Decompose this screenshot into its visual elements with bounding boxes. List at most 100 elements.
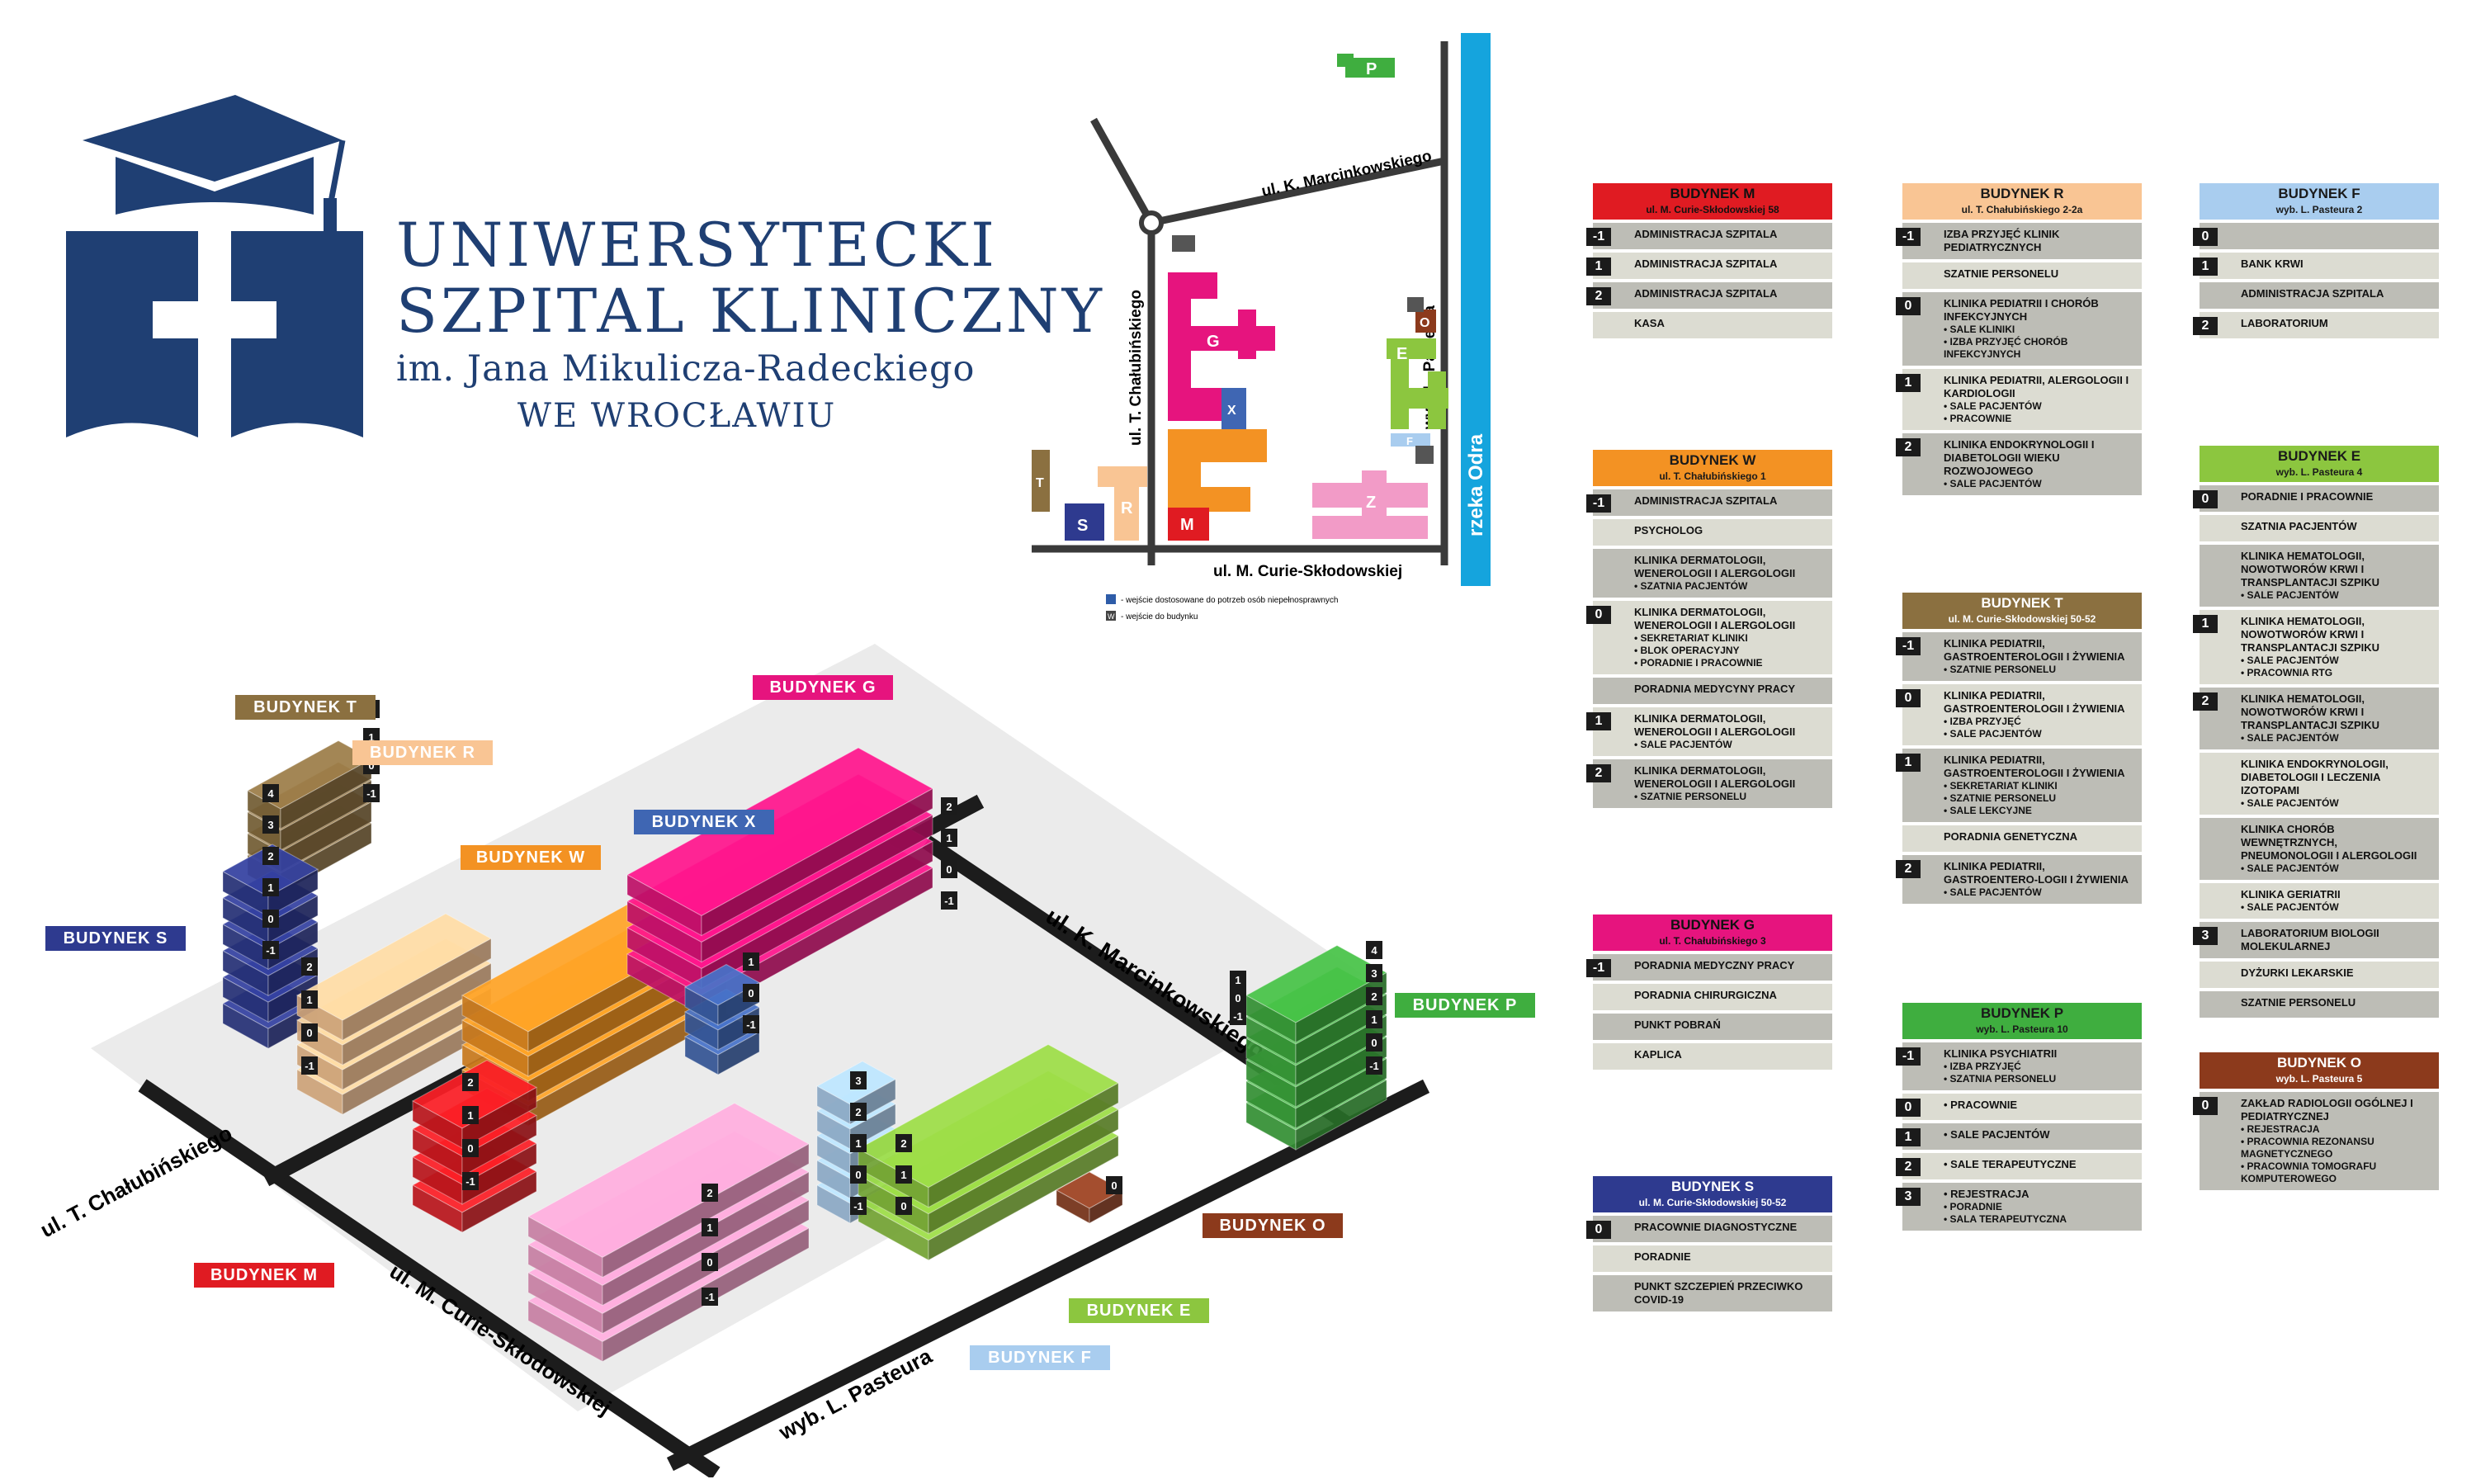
floor-marker: 0 — [1230, 989, 1246, 1007]
card-row: PORADNIA GENETYCZNA — [1902, 825, 2142, 852]
entrance-icon-letter: W — [1108, 612, 1115, 621]
river — [1461, 33, 1491, 586]
floor-marker: 1 — [301, 990, 318, 1009]
floor-badge: 1 — [1586, 258, 1611, 276]
map-letter-w: W — [1212, 469, 1227, 487]
floor-marker: 1 — [941, 829, 957, 847]
card-row-text: PSYCHOLOG — [1634, 524, 1703, 536]
card-row-subitem: • IZBA PRZYJĘĆ CHORÓB INFEKCYJNYCH — [1944, 336, 2068, 360]
floor-marker: 1 — [743, 952, 759, 971]
card-building-name: BUDYNEK G — [1670, 917, 1755, 933]
card-row-text: ADMINISTRACJA SZPITALA — [1634, 228, 1778, 240]
floor-badge: 2 — [1586, 764, 1611, 782]
label-budynek-m: BUDYNEK M — [194, 1263, 334, 1288]
label-budynek-t: BUDYNEK T — [235, 695, 376, 720]
card-row-text: KLINIKA HEMATOLOGII, NOWOTWORÓW KRWI I T… — [2241, 615, 2380, 654]
map-building-f — [1391, 433, 1430, 447]
isometric-campus-map: ul. K. Marcinkowskiego ul. T. Chałubińsk… — [36, 644, 1430, 1477]
label-budynek-w: BUDYNEK W — [461, 845, 601, 870]
floor-badge: -1 — [1586, 228, 1611, 246]
svg-text:-1: -1 — [1369, 1060, 1379, 1072]
card-building-name: BUDYNEK W — [1669, 452, 1756, 468]
map-building-e — [1387, 338, 1448, 429]
roundabout — [1139, 210, 1164, 235]
svg-text:0: 0 — [368, 759, 374, 772]
floor-marker: 2 — [850, 1103, 867, 1121]
floor-marker: 1 — [262, 878, 279, 896]
map-building-t — [1032, 450, 1050, 512]
building-p-floor — [1295, 993, 1387, 1065]
card-row-text: SZATNIE PERSONELU — [2241, 996, 2356, 1009]
floor-marker: -1 — [1366, 1056, 1382, 1075]
legend-entrance: - wejście do budynku — [1121, 612, 1198, 621]
accessible-entrance-icon — [1106, 594, 1116, 604]
card-address: wyb. L. Pasteura 5 — [2275, 1073, 2363, 1085]
floor-marker: 0 — [941, 860, 957, 878]
iso-street-chalubinskiego: ul. T. Chałubińskiego — [36, 1120, 236, 1242]
floor-marker: 0 — [850, 1165, 867, 1184]
map-letter-x: X — [1227, 404, 1236, 418]
floor-marker: -1 — [301, 1056, 318, 1075]
card-row: PUNKT POBRAŃ — [1593, 1014, 1832, 1040]
card-row-subitem: • SZATNIE PERSONELU — [1634, 791, 1746, 802]
label-budynek-e: BUDYNEK E — [1069, 1298, 1209, 1323]
card-row: KLINIKA GERIATRII• SALE PACJENTÓW — [2200, 883, 2439, 919]
card-row-text: SZATNIA PACJENTÓW — [2241, 520, 2357, 532]
card-row-text: KLINIKA ENDOKRYNOLOGII, DIABETOLOGII I L… — [2241, 758, 2389, 796]
floor-badge: 2 — [1896, 438, 1921, 456]
card-row-subitem: • SZATNIE PERSONELU — [1944, 664, 2056, 675]
floor-badge: 0 — [1586, 1221, 1611, 1239]
building-m-floor — [461, 1170, 537, 1233]
svg-text:3: 3 — [267, 819, 273, 831]
card-row-subitem: • SALE PACJENTÓW — [2241, 863, 2339, 874]
card-row: 1• SALE PACJENTÓW — [1896, 1123, 2142, 1150]
card-row-text: LABORATORIUM BIOLOGII MOLEKULARNEJ — [2241, 927, 2379, 952]
floor-marker: 0 — [743, 984, 759, 1002]
card-row: 3• REJESTRACJA• PORADNIE• SALA TERAPEUTY… — [1896, 1183, 2142, 1231]
card-row-text: KLINIKA PEDIATRII, GASTROENTERO-LOGII I … — [1944, 860, 2129, 886]
card-row-subitem: • SALE PACJENTÓW — [2241, 655, 2339, 666]
map-building-w — [1168, 429, 1267, 520]
building-x-floor — [717, 1031, 760, 1075]
card-address: ul. T. Chałubińskiego 3 — [1659, 935, 1766, 947]
logo-line-3: im. Jana Mikulicza-Radeckiego — [396, 348, 976, 390]
card-address: wyb. L. Pasteura 4 — [2275, 466, 2363, 478]
floor-badge: -1 — [1896, 1047, 1921, 1066]
svg-text:3: 3 — [1371, 967, 1377, 980]
floor-badge: -1 — [1586, 959, 1611, 977]
card-row-text: PORADNIA MEDYCYNY PRACY — [1634, 683, 1796, 695]
floor-marker: 3 — [262, 815, 279, 834]
logo-text: UNIWERSYTECKI SZPITAL KLINICZNY im. Jana… — [396, 213, 1102, 439]
floor-badge: 2 — [1896, 860, 1921, 878]
map-letter-g: G — [1207, 333, 1220, 351]
label-budynek-p: BUDYNEK P — [1395, 993, 1535, 1018]
card-row: KLINIKA CHORÓB WEWNĘTRZNYCH, PNEUMONOLOG… — [2200, 818, 2439, 880]
building-g-floor — [701, 814, 933, 963]
floor-badge: 2 — [1896, 1158, 1921, 1176]
card-row-text: KLINIKA PSYCHIATRII — [1944, 1047, 2058, 1060]
floor-marker: 4 — [1366, 941, 1382, 959]
floor-badge: 3 — [1896, 1188, 1921, 1206]
card-row-text: PUNKT POBRAŃ — [1634, 1018, 1721, 1031]
building-p-floor — [1295, 1014, 1387, 1086]
card-building-name: BUDYNEK F — [2278, 186, 2360, 201]
card-row-text: KLINIKA PEDIATRII, GASTROENTEROLOGII I Ż… — [1944, 754, 2125, 779]
building-s-floor — [267, 895, 319, 944]
card-row-subitem: • PRACOWNIE — [1944, 413, 2012, 424]
floor-marker: 2 — [702, 1184, 718, 1202]
floor-badge: -1 — [1586, 494, 1611, 513]
floor-marker: -1 — [1230, 1007, 1246, 1025]
floor-badge: -1 — [1896, 637, 1921, 655]
floor-badge: 0 — [2193, 228, 2218, 246]
card-row-subitem: • PRACOWNIA RTG — [2241, 667, 2333, 678]
map-letter-t: T — [1036, 476, 1044, 490]
card-address: ul. M. Curie-Skłodowskiej 50-52 — [1638, 1197, 1787, 1208]
svg-text:0: 0 — [267, 913, 273, 925]
